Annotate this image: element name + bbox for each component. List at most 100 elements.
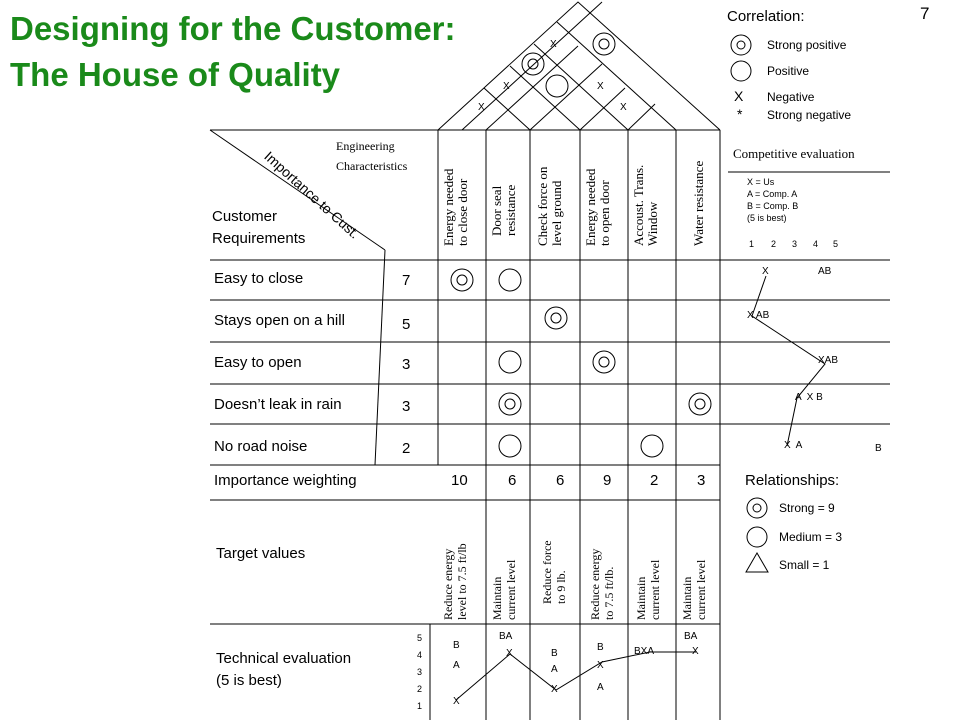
eng-char-line: Door seal bbox=[489, 185, 504, 236]
roof-line bbox=[579, 87, 626, 131]
competitive-mark: X AB bbox=[747, 310, 770, 321]
relationship-medium: Medium = 3 bbox=[779, 530, 843, 544]
customer-label-line: Requirements bbox=[212, 230, 306, 247]
roof-line bbox=[485, 45, 579, 131]
customer-requirements-label: Customer Requirements bbox=[212, 206, 305, 250]
roof-line bbox=[483, 87, 531, 131]
eng-char-line: Energy needed bbox=[583, 168, 598, 246]
importance-value: 5 bbox=[402, 316, 411, 333]
correlation-header: Correlation: bbox=[727, 8, 805, 25]
title-line-1: Designing for the Customer: bbox=[10, 10, 456, 47]
roof-line bbox=[529, 63, 603, 131]
competitive-mark: A X B bbox=[795, 392, 823, 403]
tech-mark: X bbox=[551, 684, 558, 695]
corner-diagonal bbox=[209, 129, 386, 251]
requirement-no-leak: Doesn’t leak in rain bbox=[214, 396, 342, 413]
weight-value: 9 bbox=[603, 472, 612, 489]
importance-value: 7 bbox=[402, 272, 411, 289]
eng-char-line: Energy needed bbox=[441, 168, 456, 246]
engineering-label-line: Characteristics bbox=[336, 159, 408, 173]
target-value: Reduce force to 9 lb. bbox=[540, 540, 568, 604]
roof-mark: X bbox=[503, 81, 510, 92]
tech-mark: X bbox=[692, 646, 699, 657]
legend-line: A = Comp. A bbox=[747, 189, 798, 199]
scale-tick: 4 bbox=[417, 650, 423, 660]
requirement-easy-to-close: Easy to close bbox=[214, 270, 304, 287]
roof-mark: X bbox=[597, 81, 604, 92]
engineering-char-5: Accoust. Trans. Window bbox=[631, 165, 660, 246]
requirement-easy-to-open: Easy to open bbox=[214, 354, 302, 371]
importance-value: 3 bbox=[402, 398, 411, 415]
eng-char-line: to open door bbox=[597, 180, 612, 246]
scale-tick: 3 bbox=[417, 667, 423, 677]
title-line-2: The House of Quality bbox=[10, 56, 341, 93]
page-number: 7 bbox=[920, 4, 930, 23]
engineering-char-1: Energy needed to close door bbox=[441, 168, 470, 246]
technical-evaluation-label: Technical evaluation (5 is best) bbox=[216, 648, 351, 692]
eng-char-line: to close door bbox=[455, 178, 470, 246]
importance-divider bbox=[374, 249, 386, 466]
competitive-mark: X bbox=[762, 266, 769, 277]
roof-mark: X bbox=[478, 102, 485, 113]
weight-value: 6 bbox=[556, 472, 565, 489]
target-line: current level bbox=[504, 559, 518, 620]
customer-label-line: Customer bbox=[212, 208, 278, 225]
target-value: Reduce energy to 7.5 ft/lb. bbox=[588, 549, 616, 620]
legend-line: X = Us bbox=[747, 177, 775, 187]
tech-mark: A bbox=[597, 682, 604, 693]
importance-weighting-label: Importance weighting bbox=[214, 472, 357, 489]
weight-value: 2 bbox=[650, 472, 659, 489]
tech-mark: B bbox=[551, 648, 558, 659]
engineering-char-6: Water resistance bbox=[691, 161, 706, 246]
target-line: current level bbox=[648, 559, 662, 620]
competitive-scale-2: 2 bbox=[771, 239, 777, 249]
roof-line bbox=[556, 21, 677, 131]
roof-outline bbox=[437, 1, 721, 131]
roof-mark: X bbox=[550, 39, 557, 50]
relationships-header: Relationships: bbox=[745, 472, 840, 489]
target-line: Maintain bbox=[680, 576, 694, 620]
target-line: Maintain bbox=[634, 576, 648, 620]
roof-line bbox=[509, 65, 581, 131]
target-value: Maintain current level bbox=[490, 560, 518, 620]
tech-mark: BA bbox=[499, 631, 513, 642]
correlation-strong-negative: Strong negative bbox=[767, 108, 852, 122]
negative-symbol: X bbox=[734, 88, 744, 104]
weight-value: 6 bbox=[508, 472, 517, 489]
tech-mark: BA bbox=[684, 631, 698, 642]
target-line: Reduce energy bbox=[441, 548, 455, 620]
legend-line: (5 is best) bbox=[747, 213, 787, 223]
scale-tick: 2 bbox=[417, 684, 423, 694]
competitive-mark: XAB bbox=[818, 355, 839, 366]
target-line: to 9 lb. bbox=[554, 570, 568, 604]
competitive-scale-4: 4 bbox=[813, 239, 819, 249]
importance-value: 3 bbox=[402, 356, 411, 373]
target-values-label: Target values bbox=[216, 545, 306, 562]
scale-tick: 1 bbox=[417, 701, 423, 711]
weight-value: 3 bbox=[697, 472, 706, 489]
target-line: current level bbox=[694, 559, 708, 620]
competitive-mark: X A bbox=[784, 440, 803, 451]
target-line: level to 7.5 ft/lb bbox=[455, 543, 469, 620]
tech-mark: B bbox=[597, 642, 604, 653]
legend-line: B = Comp. B bbox=[747, 201, 799, 211]
technical-label-line: Technical evaluation bbox=[216, 650, 352, 667]
eng-char-line: level ground bbox=[549, 180, 564, 246]
tech-mark: BXA bbox=[634, 646, 655, 657]
target-line: Reduce energy bbox=[588, 548, 602, 620]
target-line: Maintain bbox=[490, 576, 504, 620]
correlation-negative: Negative bbox=[767, 90, 815, 104]
competitive-scale-3: 3 bbox=[792, 239, 798, 249]
target-line: Reduce force bbox=[540, 540, 554, 604]
target-value: Maintain current level bbox=[634, 560, 662, 620]
target-value: Reduce energy level to 7.5 ft/lb bbox=[441, 543, 469, 620]
engineering-char-4: Energy needed to open door bbox=[583, 168, 612, 246]
competitive-mark: AB bbox=[818, 266, 832, 277]
roof-line bbox=[627, 103, 656, 131]
technical-scale: 5 4 3 2 1 bbox=[417, 630, 422, 715]
relationship-small: Small = 1 bbox=[779, 558, 830, 572]
requirement-stays-open: Stays open on a hill bbox=[214, 312, 345, 329]
importance-value: 2 bbox=[402, 440, 411, 457]
tech-mark: B bbox=[453, 640, 460, 651]
